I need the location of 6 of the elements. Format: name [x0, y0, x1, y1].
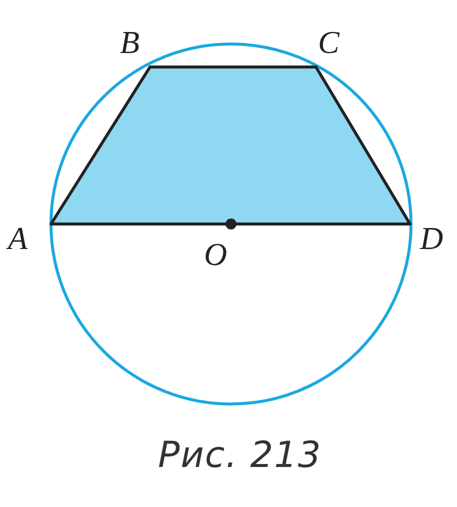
point-label: B [120, 26, 140, 58]
figure-caption: Рис. 213 [158, 438, 322, 474]
point-label: O [204, 238, 228, 270]
point-label: C [318, 26, 340, 58]
point-label: A [8, 222, 28, 254]
point-label: D [420, 222, 444, 254]
